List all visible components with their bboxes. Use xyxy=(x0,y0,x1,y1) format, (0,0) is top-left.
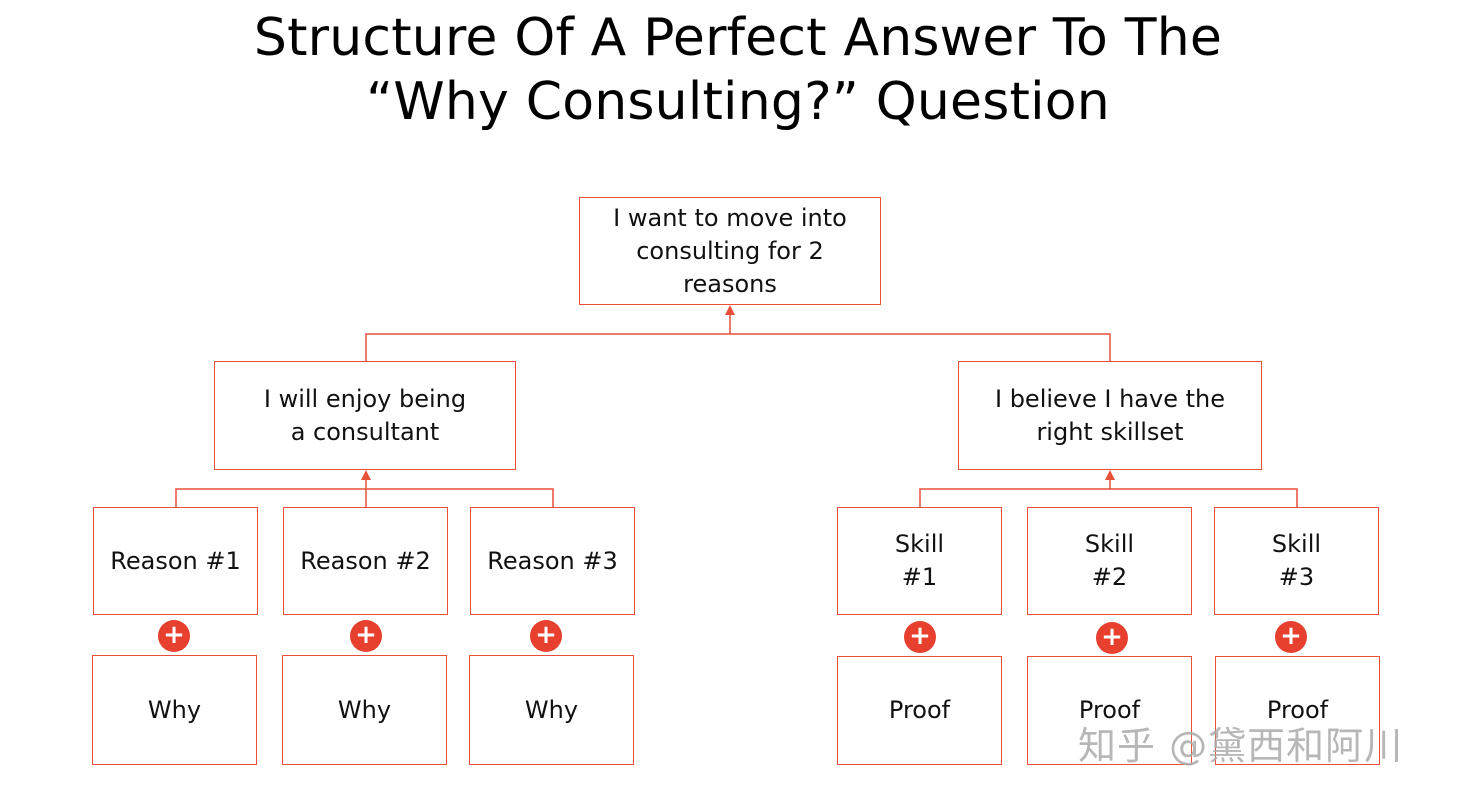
watermark-text: 知乎 @黛西和阿川 xyxy=(1078,724,1404,768)
node-proof-3: Proof xyxy=(1215,656,1380,765)
connector-skillset-skills xyxy=(919,488,1298,507)
connector-root-branches xyxy=(365,333,1111,361)
plus-icon: + xyxy=(530,620,562,652)
plus-icon: + xyxy=(904,621,936,653)
node-why-1: Why xyxy=(92,655,257,765)
node-skill-3: Skill #3 xyxy=(1214,507,1379,615)
title-line-2: “Why Consulting?” Question xyxy=(366,72,1110,132)
node-root-reasons: I want to move into consulting for 2 rea… xyxy=(579,197,881,305)
plus-icon: + xyxy=(1275,621,1307,653)
plus-icon: + xyxy=(350,620,382,652)
node-proof-2: Proof xyxy=(1027,656,1192,765)
node-why-2: Why xyxy=(282,655,447,765)
plus-icon: + xyxy=(158,620,190,652)
node-reason-2: Reason #2 xyxy=(283,507,448,615)
plus-icon: + xyxy=(1096,622,1128,654)
node-enjoy-consultant: I will enjoy being a consultant xyxy=(214,361,516,470)
node-reason-3: Reason #3 xyxy=(470,507,635,615)
node-right-skillset: I believe I have the right skillset xyxy=(958,361,1262,470)
connector-enjoy-reasons xyxy=(175,488,554,507)
node-skill-2: Skill #2 xyxy=(1027,507,1192,615)
node-why-3: Why xyxy=(469,655,634,765)
title-line-1: Structure Of A Perfect Answer To The xyxy=(253,8,1223,68)
diagram-title: Structure Of A Perfect Answer To The “Wh… xyxy=(0,6,1476,134)
node-reason-1: Reason #1 xyxy=(93,507,258,615)
node-proof-1: Proof xyxy=(837,656,1002,765)
node-skill-1: Skill #1 xyxy=(837,507,1002,615)
